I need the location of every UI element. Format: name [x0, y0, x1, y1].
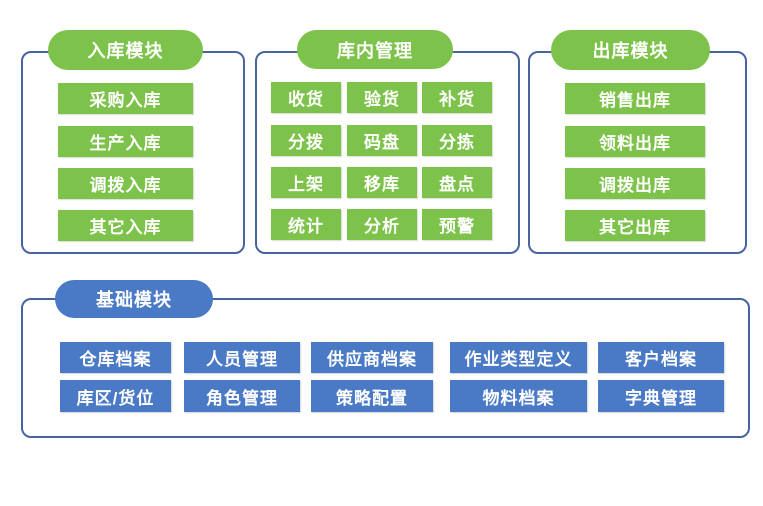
- diagram-node-sales-outbound: 销售出库: [565, 83, 705, 114]
- diagram-node-putaway: 上架: [271, 167, 341, 198]
- diagram-node-zone-location: 库区/货位: [60, 380, 171, 412]
- diagram-node-relocation: 移库: [347, 167, 417, 198]
- diagram-node-purchase-inbound: 采购入库: [58, 83, 193, 114]
- diagram-node-other-outbound: 其它出库: [565, 210, 705, 241]
- diagram-node-stocktaking: 盘点: [422, 167, 492, 198]
- diagram-node-warehouse-archive: 仓库档案: [60, 342, 171, 373]
- diagram-node-allocation: 分拨: [271, 125, 341, 156]
- diagram-node-replenishment: 补货: [422, 82, 492, 113]
- base-module-header: 基础模块: [55, 280, 213, 318]
- diagram-node-personnel-management: 人员管理: [184, 342, 300, 373]
- diagram-node-supplier-archive: 供应商档案: [311, 342, 433, 373]
- diagram-node-analysis: 分析: [347, 209, 417, 240]
- diagram-node-statistics: 统计: [271, 209, 341, 240]
- diagram-node-material-archive: 物料档案: [450, 380, 587, 412]
- diagram-node-palletizing: 码盘: [347, 125, 417, 156]
- diagram-node-receiving: 收货: [271, 82, 341, 113]
- diagram-node-picking: 分拣: [422, 125, 492, 156]
- diagram-node-material-outbound: 领料出库: [565, 126, 705, 157]
- diagram-node-operation-type-definition: 作业类型定义: [450, 342, 587, 373]
- diagram-node-production-inbound: 生产入库: [58, 126, 193, 157]
- diagram-node-transfer-inbound: 调拨入库: [58, 168, 193, 199]
- outbound-module-header: 出库模块: [551, 30, 710, 70]
- diagram-node-other-inbound: 其它入库: [58, 210, 193, 241]
- diagram-node-customer-archive: 客户档案: [598, 342, 724, 373]
- diagram-node-transfer-outbound: 调拨出库: [565, 168, 705, 199]
- diagram-node-inspection: 验货: [347, 82, 417, 113]
- diagram-node-dictionary-management: 字典管理: [598, 380, 724, 412]
- diagram-node-alert: 预警: [422, 209, 492, 240]
- warehouse-management-header: 库内管理: [297, 30, 453, 69]
- diagram-node-strategy-configuration: 策略配置: [311, 380, 433, 412]
- inbound-module-header: 入库模块: [48, 30, 203, 70]
- diagram-node-role-management: 角色管理: [184, 380, 300, 412]
